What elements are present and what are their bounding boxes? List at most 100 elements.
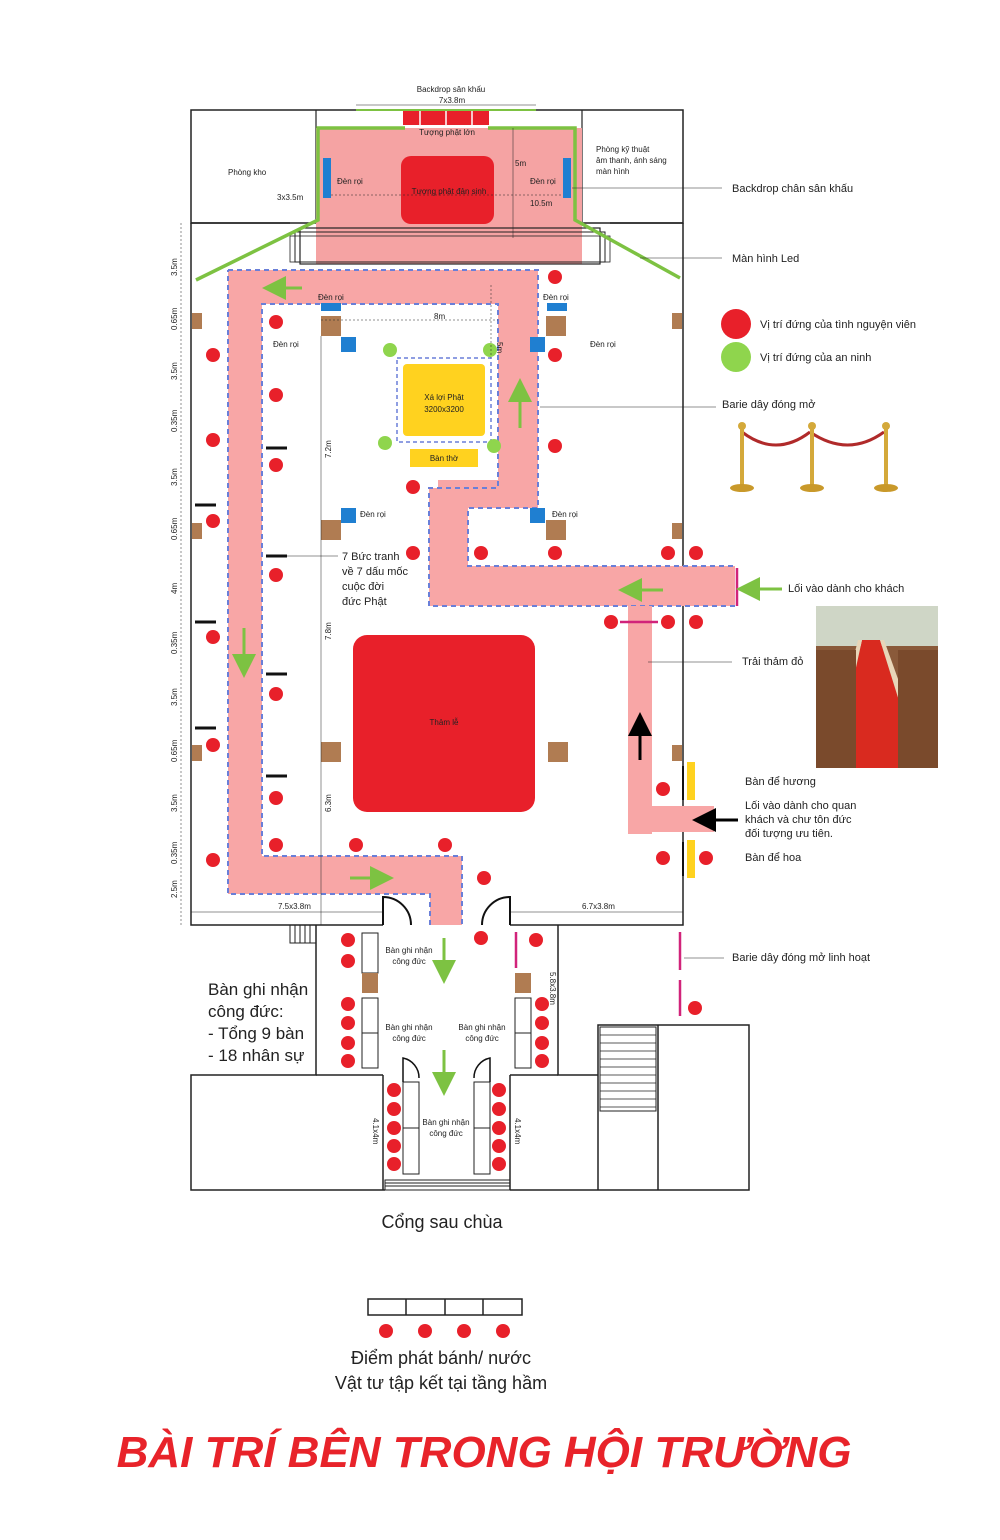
lower-area [190, 924, 750, 1191]
gate-size-left: 4.1x4m [371, 1118, 380, 1145]
incense-table [687, 762, 695, 800]
ann-red-carpet: Trải thảm đỏ [742, 656, 803, 668]
svg-text:3.5m: 3.5m [170, 362, 179, 380]
legend-volunteer-icon [721, 309, 751, 339]
summary-4: - 18 nhân sự [208, 1046, 304, 1065]
ann-barrier: Barie dây đóng mở [722, 399, 815, 411]
barrier-stanchion-icon [730, 422, 898, 492]
stage-light-right-label: Đèn rọi [530, 177, 556, 186]
record-table-4a: Bàn ghi nhận [422, 1118, 469, 1127]
supplies-label: Vật tư tập kết tại tầng hầm [335, 1373, 547, 1393]
legend-security-icon [721, 342, 751, 372]
hall-dim-6-3m: 6.3m [324, 794, 333, 812]
backdrop-size: 7x3.8m [439, 96, 466, 105]
barrier-line-inner [261, 303, 735, 925]
svg-text:4m: 4m [170, 583, 179, 594]
ann-security: Vị trí đứng của an ninh [760, 352, 871, 364]
paintings-label-2: về 7 dấu mốc [342, 566, 409, 578]
birth-statue-label: Tượng phật đản sinh [412, 187, 487, 196]
ann-led: Màn hình Led [732, 253, 799, 265]
tech-room-label-2: âm thanh, ánh sáng [596, 156, 667, 165]
red-carpet-photo [816, 606, 938, 768]
hall-dim-7-8m: 7.8m [324, 622, 333, 640]
svg-text:2.5m: 2.5m [170, 880, 179, 898]
svg-text:0.35m: 0.35m [170, 841, 179, 864]
summary-2: công đức: [208, 1002, 284, 1021]
barrier-line-outer [228, 269, 735, 567]
record-staff-dots [341, 933, 549, 1171]
record-table-2a: Bàn ghi nhận [385, 1023, 432, 1032]
light-left-icon [323, 158, 331, 198]
hall-light-6: Đèn rọi [552, 510, 578, 519]
main-hall [180, 222, 782, 1096]
paintings-label-1: 7 Bức tranh [342, 551, 400, 563]
svg-text:0.65m: 0.65m [170, 517, 179, 540]
ann-flex-barrier: Barie dây đóng mở linh hoạt [732, 952, 870, 964]
stage-light-left-label: Đèn rọi [337, 177, 363, 186]
hall-light-4: Đèn rọi [590, 340, 616, 349]
hall-light-3: Đèn rọi [273, 340, 299, 349]
big-statue-label: Tượng phật lớn [419, 128, 475, 137]
ann-incense: Bàn để hương [745, 776, 816, 788]
ann-vip-3: đối tượng ưu tiên. [745, 828, 833, 840]
stage-dim-10m: 10.5m [530, 199, 553, 208]
lower-labels: Bàn ghi nhận công đức Bàn ghi nhận công … [208, 946, 557, 1232]
ann-guest-entry: Lối vào dành cho khách [788, 583, 904, 595]
carpet-label: Thảm lễ [430, 718, 459, 727]
tech-room-label-1: Phòng kỹ thuật [596, 145, 650, 154]
svg-text:0.35m: 0.35m [170, 631, 179, 654]
backdrop-side-left [195, 126, 405, 282]
record-table-1b: công đức [392, 957, 425, 966]
hall-dim-7-2m: 7.2m [324, 440, 333, 458]
hall-light-5: Đèn rọi [360, 510, 386, 519]
svg-text:0.35m: 0.35m [170, 409, 179, 432]
summary-1: Bàn ghi nhận [208, 980, 308, 999]
hall-dim-5m: 5m [495, 342, 504, 353]
ann-backdrop-side: Backdrop chân sân khấu [732, 183, 853, 195]
left-room-size: 7.5x3.8m [278, 902, 311, 911]
stage-dim-5m: 5m [515, 159, 526, 168]
gate-size-right: 4.1x4m [513, 1118, 522, 1145]
stage-steps [299, 227, 601, 265]
ann-vip-1: Lối vào dành cho quan [745, 800, 856, 812]
ann-flower: Bàn để hoa [745, 852, 802, 864]
record-table-3a: Bàn ghi nhận [458, 1023, 505, 1032]
page-title: BÀI TRÍ BÊN TRONG HỘI TRƯỜNG [117, 1426, 852, 1477]
paintings-label-4: đức Phật [342, 596, 387, 608]
record-table-3b: công đức [465, 1034, 498, 1043]
side-dimensions: 3.5m 0.65m 3.5m 0.35m 3.5m 0.65m 4m 0.35… [170, 258, 179, 898]
svg-text:3.5m: 3.5m [170, 258, 179, 276]
ann-vip-2: khách và chư tôn đức [745, 814, 852, 826]
storage-room-label: Phòng kho [228, 168, 267, 177]
annotations: Backdrop chân sân khấu Màn hình Led Vị t… [540, 183, 938, 964]
ceremonial-carpet [353, 635, 535, 812]
record-table-4b: công đức [429, 1129, 462, 1138]
light-right-icon [563, 158, 571, 198]
svg-text:0.65m: 0.65m [170, 739, 179, 762]
svg-text:0.65m: 0.65m [170, 307, 179, 330]
flower-table [687, 840, 695, 878]
svg-text:3.5m: 3.5m [170, 794, 179, 812]
back-gate-label: Cổng sau chùa [381, 1212, 503, 1232]
altar-label: Bàn thờ [430, 454, 459, 463]
relic-label-1: Xá lợi Phật [424, 393, 464, 402]
snack-legend: Điểm phát bánh/ nước Vật tư tập kết tại … [335, 1298, 547, 1393]
birth-statue [401, 156, 494, 224]
hall-light-2: Đèn rọi [543, 293, 569, 302]
storage-room-size: 3x3.5m [277, 193, 304, 202]
backdrop-side-right [488, 126, 681, 280]
svg-text:3.5m: 3.5m [170, 688, 179, 706]
corridor-size: 5.8x3.8m [548, 972, 557, 1005]
ann-volunteer: Vị trí đứng của tình nguyện viên [760, 319, 916, 331]
tech-room-label-3: màn hình [596, 167, 629, 176]
record-table-2b: công đức [392, 1034, 425, 1043]
summary-3: - Tổng 9 bàn [208, 1024, 304, 1043]
right-room-size: 6.7x3.8m [582, 902, 615, 911]
hall-labels: Đèn rọi Đèn rọi Đèn rọi Đèn rọi Đèn rọi … [273, 293, 616, 911]
record-table-1a: Bàn ghi nhận [385, 946, 432, 955]
altar-table [410, 449, 478, 467]
stage-area: Backdrop sân khấu 7x3.8m Tượng phật lớn … [190, 85, 684, 282]
hall-dim-8m: 8m [434, 312, 445, 321]
snack-point-label: Điểm phát bánh/ nước [351, 1348, 531, 1368]
